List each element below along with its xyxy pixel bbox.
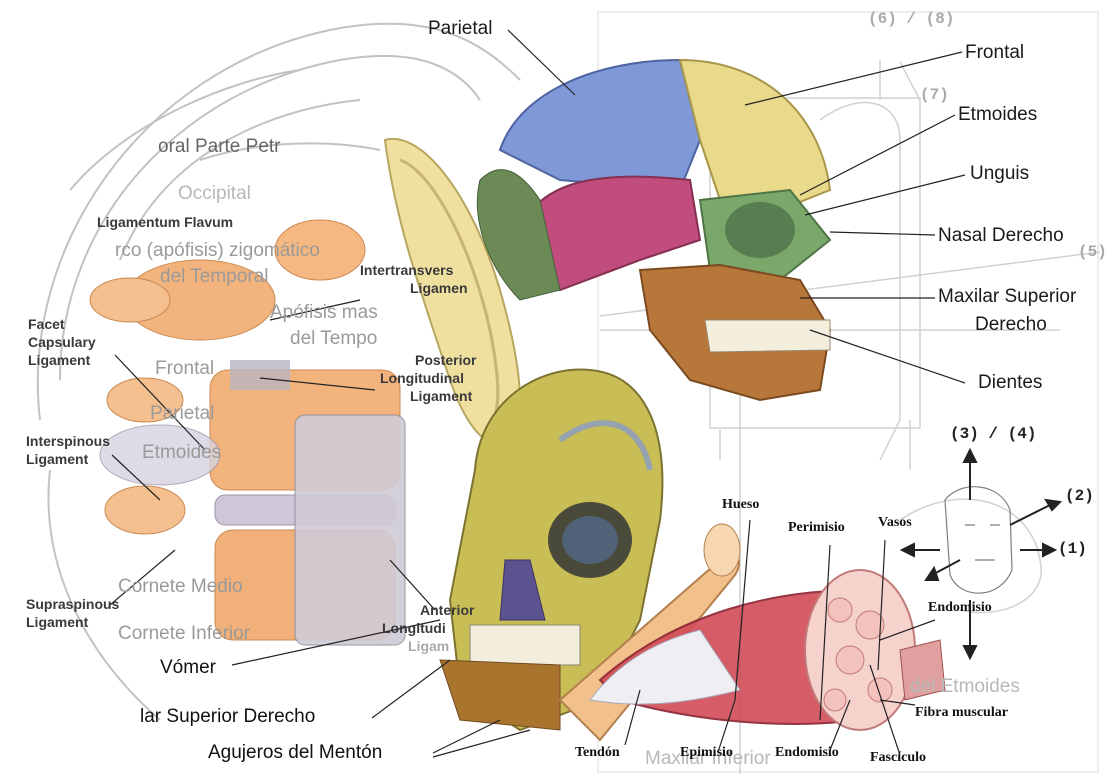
label-ligamentum-flavum: Ligamentum Flavum xyxy=(97,214,233,230)
label-temporal-petr: oral Parte Petr xyxy=(158,136,281,158)
label-endomisio-1: Endomisio xyxy=(928,600,992,616)
label-facet-3: Ligament xyxy=(28,352,90,368)
label-interspinous-2: Ligament xyxy=(26,451,88,467)
label-posterior-2: Longitudinal xyxy=(380,370,464,386)
label-anterior-1: Anterior xyxy=(420,602,474,618)
label-cornete-inferior: Cornete Inferior xyxy=(118,623,250,645)
label-tendon: Tendón xyxy=(575,745,620,761)
label-del-etmoides: del Etmoides xyxy=(910,676,1020,698)
label-dientes: Dientes xyxy=(978,372,1042,394)
label-etmoides: Etmoides xyxy=(958,104,1037,126)
label-vasos: Vasos xyxy=(878,515,912,531)
label-del-tempo: del Tempo xyxy=(290,328,377,350)
label-hueso: Hueso xyxy=(722,497,759,513)
label-number-7: (7) xyxy=(920,86,949,104)
label-del-temporal: del Temporal xyxy=(160,266,268,288)
label-posterior-3: Ligament xyxy=(410,388,472,404)
label-intertransverse-2: Ligamen xyxy=(410,280,468,296)
label-parietal-faded: Parietal xyxy=(150,403,214,425)
label-number-6-8: (6) / (8) xyxy=(868,10,954,28)
label-fasciculo: Fascículo xyxy=(870,750,926,766)
label-zigomatico: rco (apófisis) zigomático xyxy=(115,240,320,262)
direction-arrows xyxy=(902,450,1060,658)
label-frontal: Frontal xyxy=(965,42,1024,64)
label-parietal: Parietal xyxy=(428,18,492,40)
label-supraspinous-2: Ligament xyxy=(26,614,88,630)
label-posterior-1: Posterior xyxy=(415,352,476,368)
label-nasal-derecho: Nasal Derecho xyxy=(938,225,1064,247)
face-sketch xyxy=(945,487,1012,593)
label-maxilar-derecho: Derecho xyxy=(975,314,1047,336)
label-perimisio: Perimisio xyxy=(788,520,845,536)
label-maxilar-superior: Maxilar Superior xyxy=(938,286,1076,308)
label-facet-2: Capsulary xyxy=(28,334,96,350)
label-unguis: Unguis xyxy=(970,163,1029,185)
label-frontal-faded: Frontal xyxy=(155,358,214,380)
lateral-skull xyxy=(477,60,830,400)
label-maxilar-superior-derecho: lar Superior Derecho xyxy=(140,706,315,728)
label-epimisio: Epimisio xyxy=(680,745,733,761)
label-cornete-medio: Cornete Medio xyxy=(118,576,243,598)
label-agujeros-menton: Agujeros del Mentón xyxy=(208,742,382,764)
label-apofisis-mas: Apófisis mas xyxy=(270,302,378,324)
label-endomisio-2: Endomisio xyxy=(775,745,839,761)
label-anterior-3: Ligam xyxy=(408,638,449,654)
label-number-5: (5) xyxy=(1078,243,1107,261)
label-vomer: Vómer xyxy=(160,657,216,679)
label-intertransverse-1: Intertransvers xyxy=(360,262,453,278)
label-number-2: (2) xyxy=(1065,487,1094,505)
label-fibra-muscular: Fibra muscular xyxy=(915,705,1008,721)
label-supraspinous-1: Supraspinous xyxy=(26,596,119,612)
label-number-1: (1) xyxy=(1058,540,1087,558)
label-number-3-4: (3) / (4) xyxy=(950,425,1036,443)
label-interspinous-1: Interspinous xyxy=(26,433,110,449)
label-occipital: Occipital xyxy=(178,183,251,205)
label-anterior-2: Longitudi xyxy=(382,620,446,636)
label-etmoides-faded: Etmoides xyxy=(142,442,221,464)
label-facet-1: Facet xyxy=(28,316,65,332)
